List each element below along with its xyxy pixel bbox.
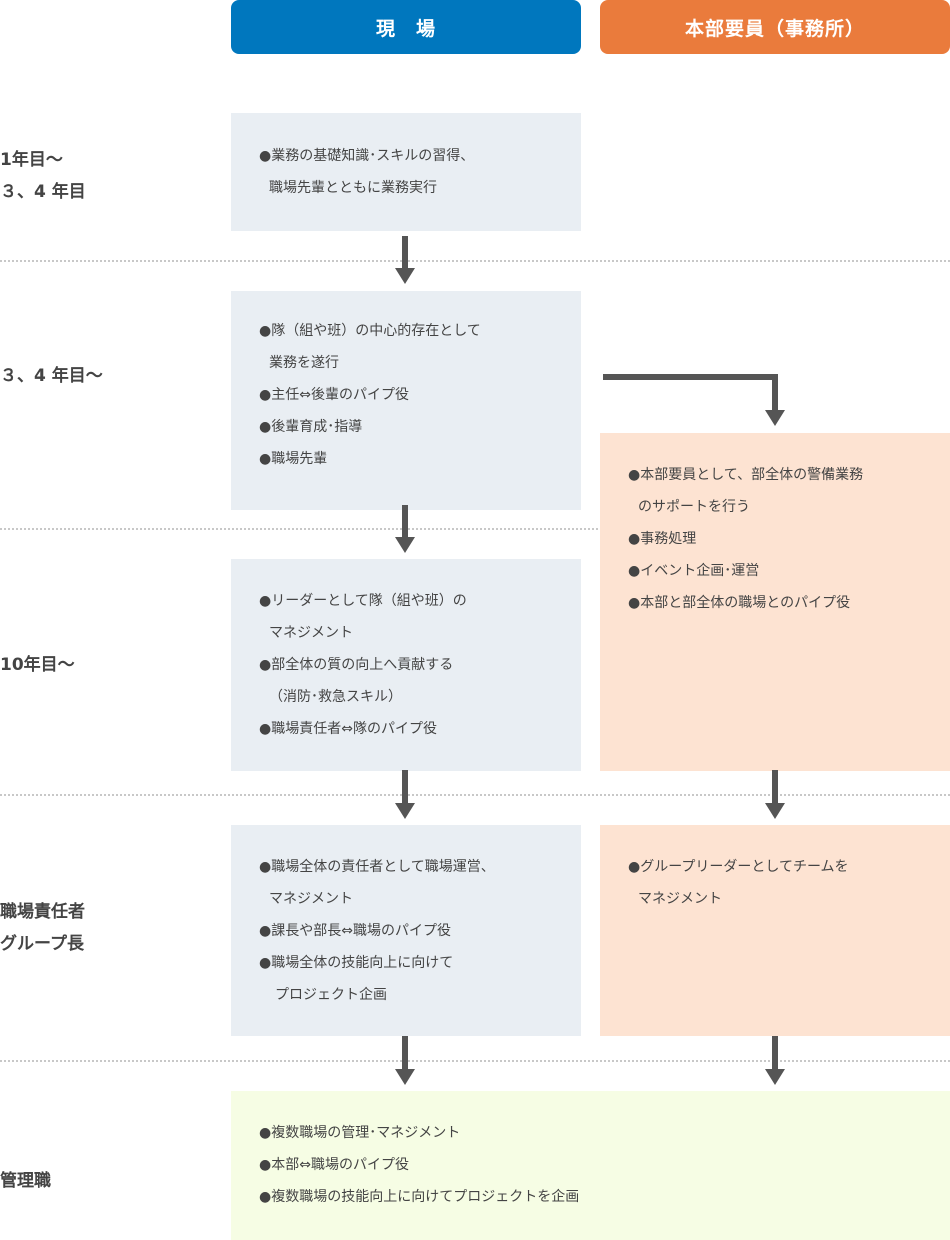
box-line: 職場先輩とともに業務実行 xyxy=(269,180,437,196)
box-line: 業務を遂行 xyxy=(269,355,339,371)
box-line: ●職場全体の技能向上に向けて xyxy=(259,955,454,971)
field-box-stage-4: ●職場全体の責任者として職場運営、 マネジメント ●課長や部長⇔職場のパイプ役 … xyxy=(231,825,581,1036)
box-line: のサポートを行う xyxy=(638,499,750,515)
box-line: ●複数職場の管理･マネジメント xyxy=(259,1125,461,1141)
down-arrow-hq-2-mgr xyxy=(765,1036,785,1085)
box-line: ●業務の基礎知識･スキルの習得、 xyxy=(259,148,475,164)
stage-label-4: 職場責任者 グループ長 xyxy=(0,896,85,960)
stage-separator xyxy=(0,794,950,796)
box-line: ●職場全体の責任者として職場運営、 xyxy=(259,859,495,875)
box-line: マネジメント xyxy=(269,891,353,907)
field-box-stage-2: ●隊（組や班）の中心的存在として 業務を遂行 ●主任⇔後輩のパイプ役 ●後輩育成… xyxy=(231,291,581,510)
field-box-stage-3: ●リーダーとして隊（組や班）の マネジメント ●部全体の質の向上へ貢献する （消… xyxy=(231,559,581,771)
box-line: （消防･救急スキル） xyxy=(269,689,402,705)
elbow-arrow-field-to-hq xyxy=(603,374,785,426)
box-line: ●後輩育成･指導 xyxy=(259,419,363,435)
stage-separator xyxy=(0,1060,950,1062)
box-line: ●隊（組や班）の中心的存在として xyxy=(259,323,481,339)
box-line: マネジメント xyxy=(269,625,353,641)
hq-column-header: 本部要員（事務所） xyxy=(600,0,950,54)
stage-label-line: グループ長 xyxy=(0,934,84,954)
box-line: ●職場責任者⇔隊のパイプ役 xyxy=(259,721,437,737)
down-arrow-field-3-4 xyxy=(395,770,415,819)
box-line: ●本部⇔職場のパイプ役 xyxy=(259,1157,409,1173)
stage-label-line: ３、4 年目～ xyxy=(0,366,103,386)
stage-label-3: 10年目～ xyxy=(0,649,75,681)
stage-label-5: 管理職 xyxy=(0,1165,51,1197)
box-line: ●職場先輩 xyxy=(259,451,328,467)
hq-box-stage-4: ●グループリーダーとしてチームを マネジメント xyxy=(600,825,950,1036)
down-arrow-field-4-mgr xyxy=(395,1036,415,1085)
stage-label-2: ３、4 年目～ xyxy=(0,360,103,392)
field-column-header: 現 場 xyxy=(231,0,581,54)
stage-label-line: 職場責任者 xyxy=(0,902,85,922)
box-line: ●課長や部長⇔職場のパイプ役 xyxy=(259,923,451,939)
box-line: ●リーダーとして隊（組や班）の xyxy=(259,593,467,609)
stage-label-line: 10年目～ xyxy=(0,655,75,675)
management-box: ●複数職場の管理･マネジメント ●本部⇔職場のパイプ役 ●複数職場の技能向上に向… xyxy=(231,1091,950,1240)
box-line: ●本部要員として、部全体の警備業務 xyxy=(628,467,864,483)
stage-label-line: 1年目～ xyxy=(0,150,63,170)
down-arrow-hq-1-2 xyxy=(765,770,785,819)
stage-separator xyxy=(0,528,950,530)
box-line: ●複数職場の技能向上に向けてプロジェクトを企画 xyxy=(259,1189,580,1205)
box-line: マネジメント xyxy=(638,891,722,907)
box-line: ●本部と部全体の職場とのパイプ役 xyxy=(628,595,851,611)
box-line: ●部全体の質の向上へ貢献する xyxy=(259,657,454,673)
box-line: ●イベント企画･運営 xyxy=(628,563,760,579)
down-arrow-field-2-3 xyxy=(395,505,415,553)
box-line: ●主任⇔後輩のパイプ役 xyxy=(259,387,409,403)
stage-label-1: 1年目～ ３、4 年目 xyxy=(0,144,86,208)
field-box-stage-1: ●業務の基礎知識･スキルの習得、 職場先輩とともに業務実行 xyxy=(231,113,581,231)
stage-label-line: ３、4 年目 xyxy=(0,182,86,202)
hq-box-stage-2-3: ●本部要員として、部全体の警備業務 のサポートを行う ●事務処理 ●イベント企画… xyxy=(600,433,950,771)
down-arrow-field-1-2 xyxy=(395,236,415,284)
box-line: プロジェクト企画 xyxy=(275,987,387,1003)
stage-label-line: 管理職 xyxy=(0,1171,51,1191)
box-line: ●グループリーダーとしてチームを xyxy=(628,859,849,875)
box-line: ●事務処理 xyxy=(628,531,697,547)
stage-separator xyxy=(0,260,950,262)
